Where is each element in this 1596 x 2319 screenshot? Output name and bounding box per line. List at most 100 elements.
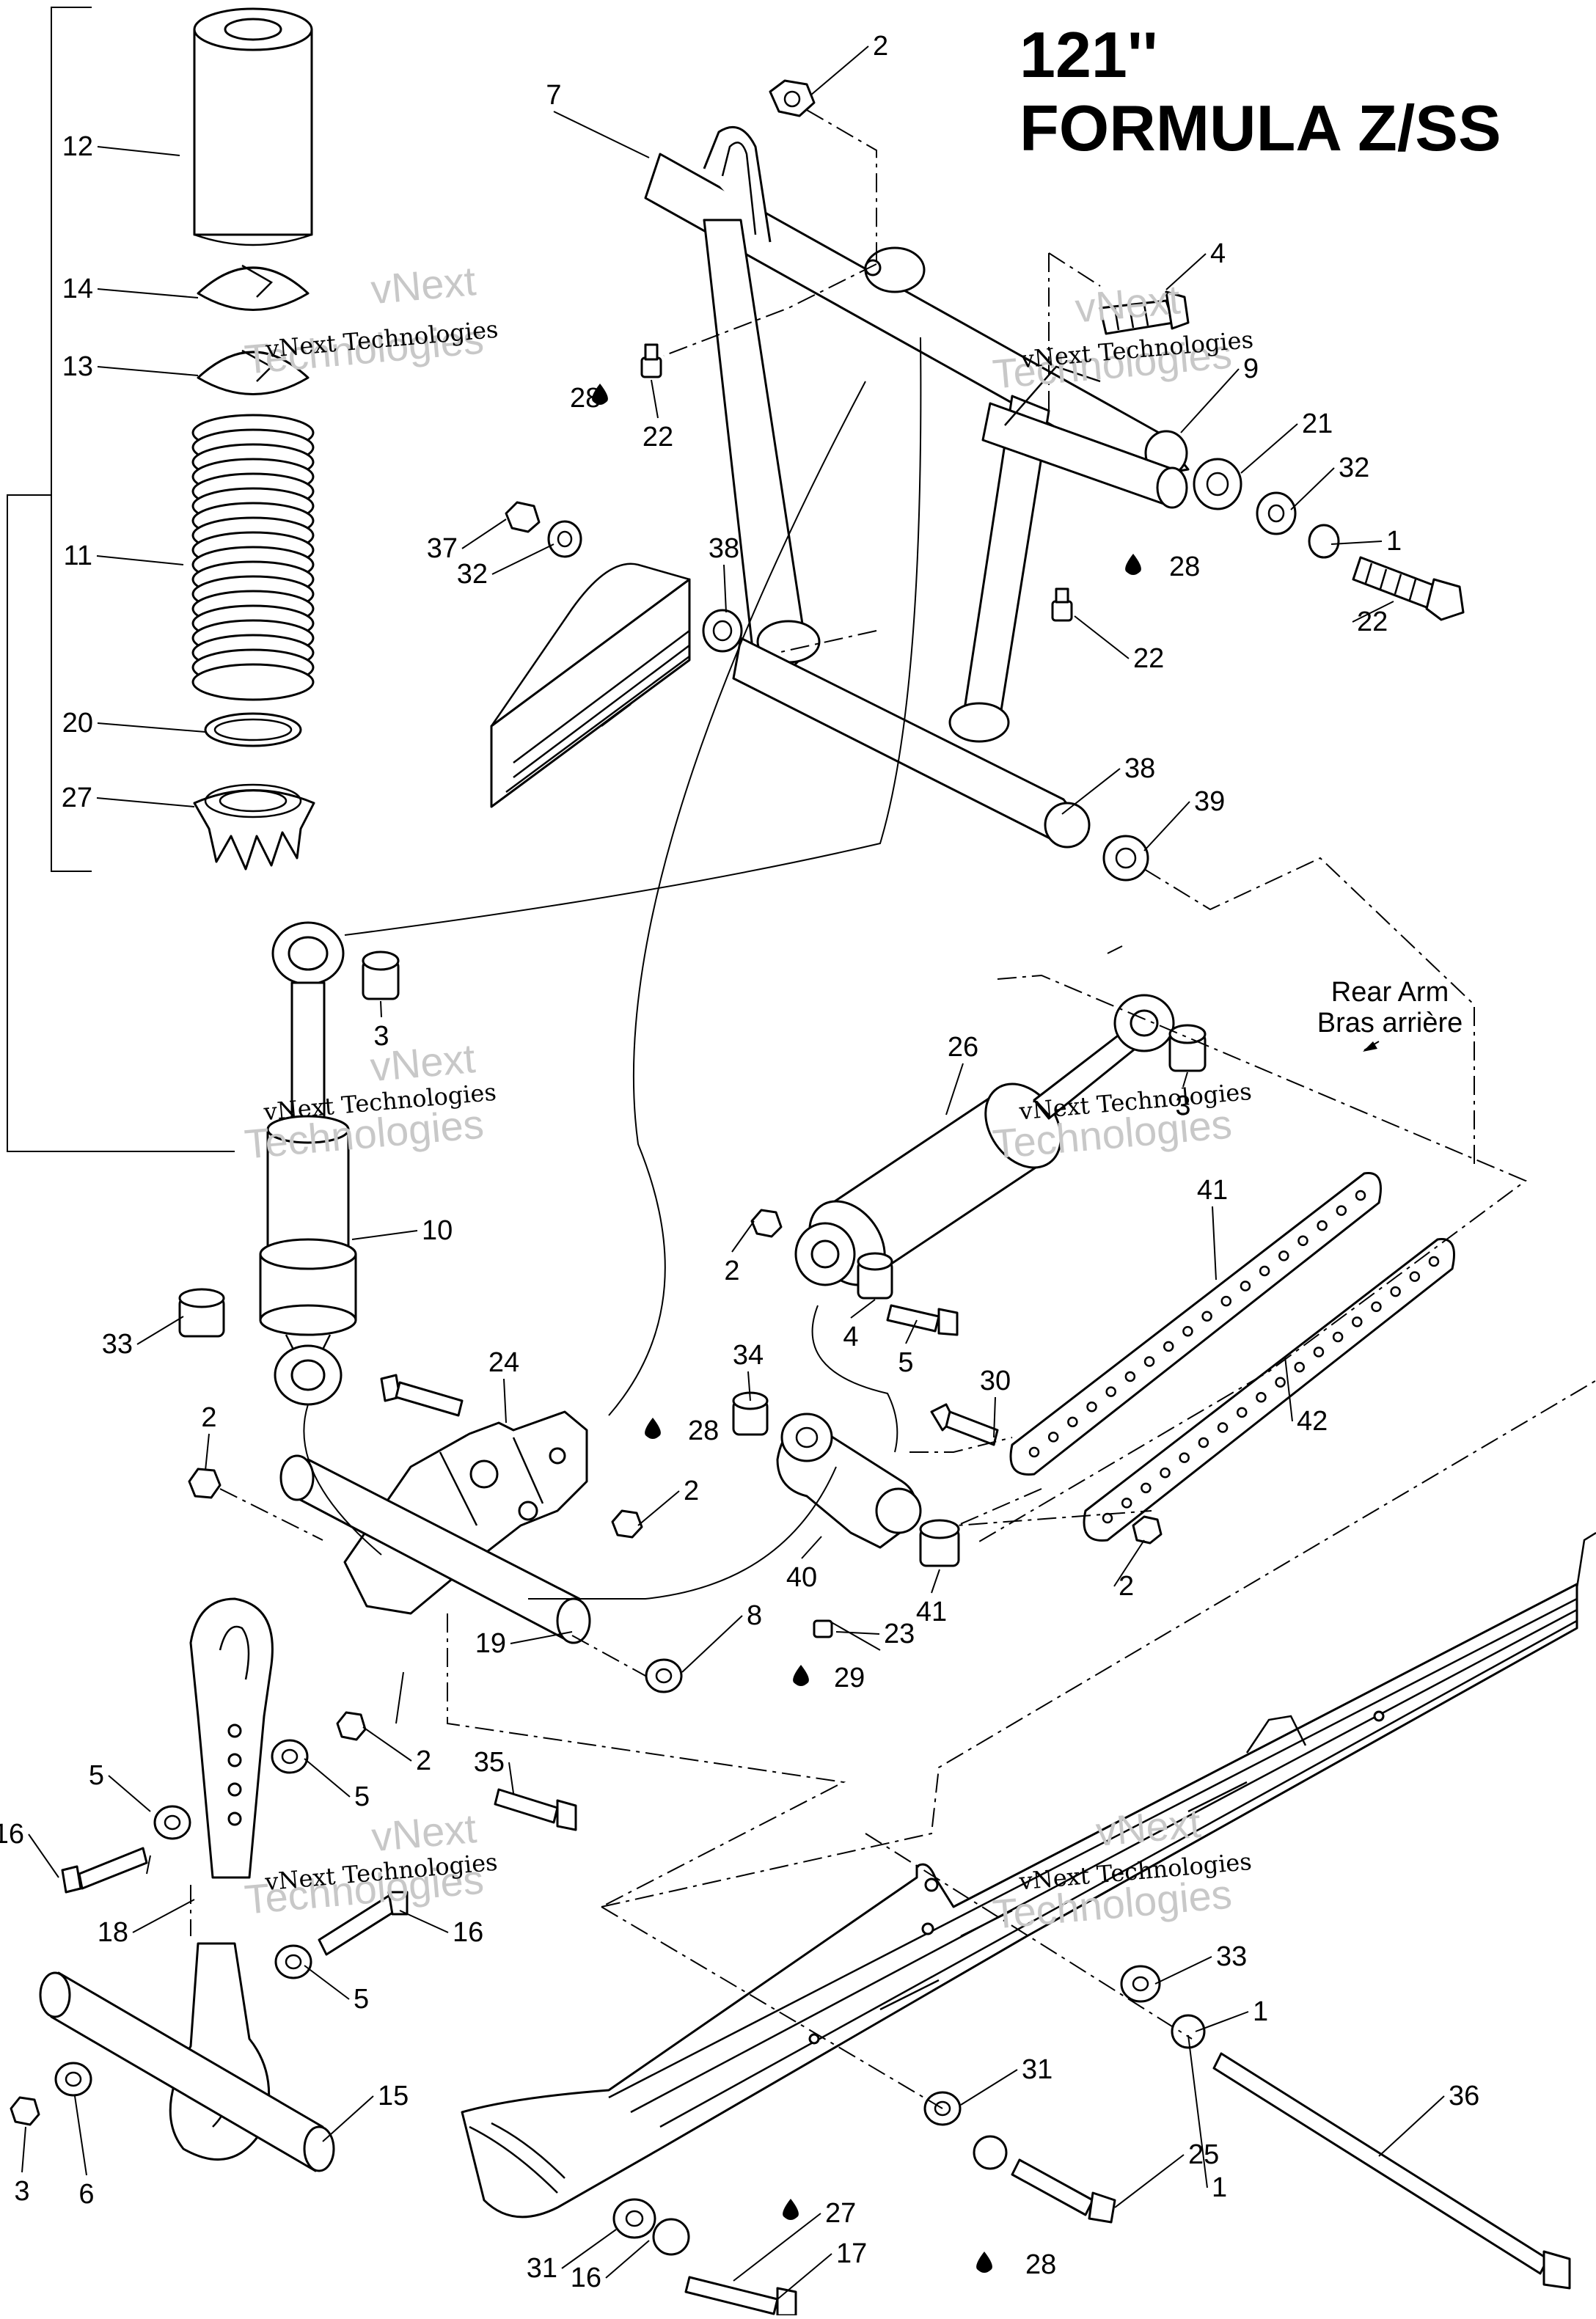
leader-line <box>491 543 554 575</box>
spring-seat-ring <box>204 712 302 747</box>
callout-25: 25 <box>1188 2139 1219 2170</box>
bolts-16 <box>61 1847 797 2317</box>
callout-38: 38 <box>709 533 739 564</box>
shock-bushing-upper <box>362 950 400 1000</box>
callout-40: 40 <box>786 1562 817 1593</box>
callout-22: 22 <box>1133 643 1164 674</box>
callout-39: 39 <box>1194 786 1225 817</box>
leader-line <box>723 564 727 613</box>
leader-line <box>96 555 184 565</box>
spring-cover <box>193 7 313 246</box>
callout-2: 2 <box>201 1402 216 1433</box>
leader-line <box>322 2095 374 2142</box>
lubricant-drop-icon <box>592 384 608 405</box>
link-bolt <box>930 1403 999 1446</box>
leader-line <box>28 1833 59 1878</box>
leader-line <box>605 2240 650 2279</box>
leader-line <box>1180 368 1240 433</box>
callout-41: 41 <box>916 1597 947 1627</box>
callout-42: 42 <box>1297 1406 1328 1437</box>
rear-arm-label-fr: Bras arrière <box>1317 1008 1463 1038</box>
rear-shock-absorber <box>794 994 1175 1286</box>
callout-5: 5 <box>898 1347 913 1378</box>
lock-washer-right <box>1308 524 1340 559</box>
callout-8: 8 <box>747 1600 762 1631</box>
split-collar-lower <box>197 349 310 395</box>
leader-line <box>1143 801 1190 851</box>
rear-shock-bushing-lower <box>857 1252 893 1300</box>
leader-line <box>993 1396 996 1438</box>
callout-1: 1 <box>1386 526 1402 557</box>
leader-line <box>1352 601 1394 623</box>
flat-washer-right <box>1256 491 1297 535</box>
nut-rear-shock <box>750 1209 783 1238</box>
leader-line <box>905 1319 918 1344</box>
callout-labels: 1112222223334455556789101112131415161616… <box>0 31 1479 2293</box>
svg-text:vNext: vNext <box>1094 1800 1203 1855</box>
callout-6: 6 <box>78 2179 94 2210</box>
callout-27: 27 <box>825 2198 856 2229</box>
leader-line <box>1284 1356 1293 1422</box>
leader-line <box>1378 2095 1445 2157</box>
leader-line <box>1113 1539 1145 1587</box>
callout-3: 3 <box>14 2176 29 2207</box>
callout-5: 5 <box>89 1760 104 1791</box>
rear-shock-bushing-upper <box>1168 1024 1207 1072</box>
washer-left <box>547 520 582 558</box>
rear-arm-note: Rear Arm Bras arrière <box>1317 977 1463 1052</box>
grease-fitting-lower <box>813 1619 833 1638</box>
spacer-washer-right <box>1193 458 1242 510</box>
bracket-bolt <box>380 1374 464 1417</box>
slide-rail-fragment-upper <box>490 563 691 808</box>
callout-37: 37 <box>427 533 458 564</box>
callout-27: 27 <box>62 783 92 813</box>
callout-5: 5 <box>354 1781 370 1812</box>
callout-28: 28 <box>688 1415 719 1446</box>
callout-32: 32 <box>1339 453 1369 483</box>
callout-30: 30 <box>980 1366 1011 1396</box>
callout-38: 38 <box>1124 753 1155 784</box>
front-shock-absorber <box>259 921 357 1406</box>
callout-2: 2 <box>873 31 888 62</box>
callout-7: 7 <box>546 80 561 111</box>
callout-20: 20 <box>62 708 93 739</box>
split-collar-upper <box>197 264 310 311</box>
leader-line <box>810 45 869 96</box>
lubricant-drop-icon <box>783 2199 799 2220</box>
leader-line <box>1212 1206 1217 1281</box>
leader-line <box>362 1726 412 1762</box>
leader-lines <box>21 45 1445 2300</box>
bolt-front-arm-right <box>1352 556 1465 621</box>
callout-22: 22 <box>1357 607 1388 637</box>
leader-line <box>1074 615 1130 659</box>
leader-line <box>205 1433 210 1471</box>
leader-line <box>850 1299 876 1319</box>
callout-19: 19 <box>475 1628 506 1659</box>
leader-line <box>503 1378 507 1424</box>
title-model-name: FORMULA Z/SS <box>1020 92 1501 164</box>
callout-10: 10 <box>422 1215 453 1246</box>
lubricant-drop-icon <box>645 1418 661 1439</box>
leader-line <box>304 1758 351 1798</box>
callout-35: 35 <box>474 1747 505 1778</box>
leader-line <box>108 1775 151 1812</box>
callout-36: 36 <box>1449 2081 1479 2111</box>
callout-18: 18 <box>98 1917 128 1948</box>
hex-nut-top <box>769 79 816 117</box>
assembly-path-curves <box>303 337 922 1724</box>
title-model-length: 121'' <box>1020 18 1158 91</box>
callout-3: 3 <box>373 1021 389 1052</box>
leader-line <box>97 366 199 376</box>
callout-29: 29 <box>834 1663 865 1693</box>
callout-28: 28 <box>1025 2249 1056 2280</box>
lubricant-drop-icon <box>793 1665 809 1686</box>
rear-shock-bolt <box>886 1304 959 1336</box>
callout-1: 1 <box>1212 2172 1227 2203</box>
callout-33: 33 <box>1216 1941 1247 1972</box>
leader-line <box>97 288 199 298</box>
callout-23: 23 <box>884 1619 915 1649</box>
svg-text:vNext: vNext <box>1073 276 1182 331</box>
leader-line <box>553 111 650 158</box>
